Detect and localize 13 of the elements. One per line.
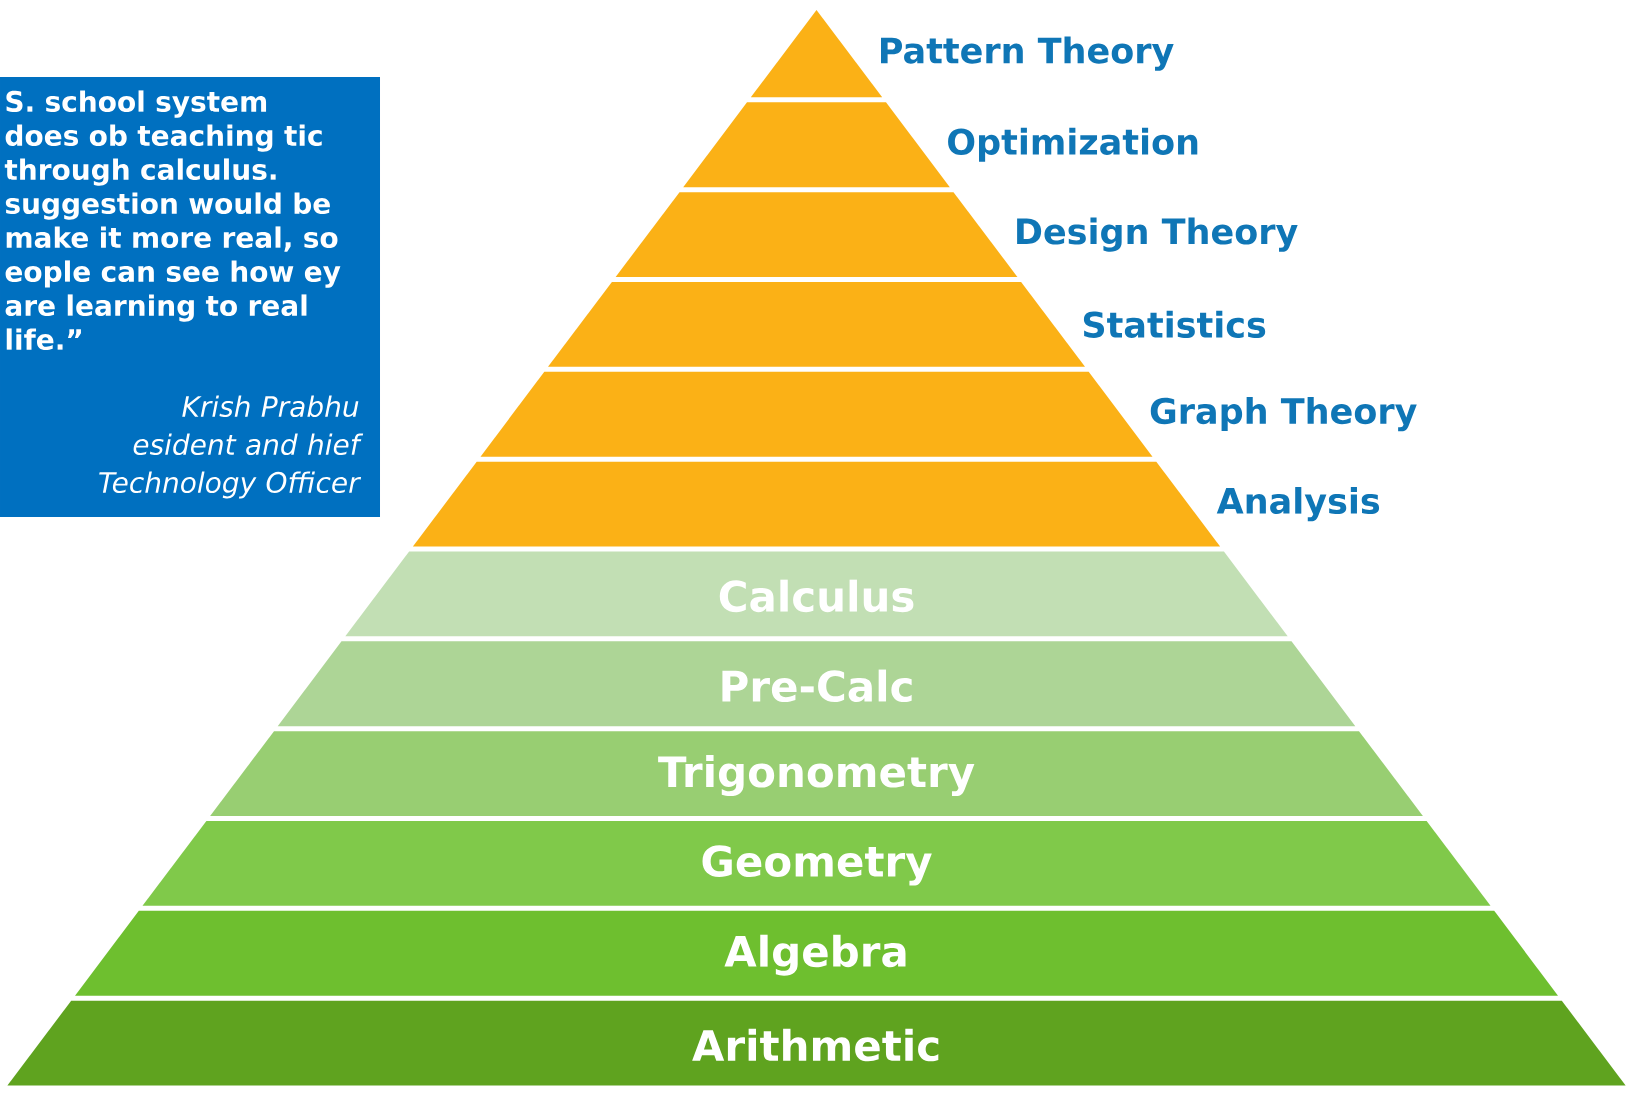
pyramid-layer: Pre-Calc: [277, 641, 1356, 727]
quote-box: S. school system does ob teaching tic through calculus. suggestion would be make it more real, so eople can see how ey are learning to real life.” Krish Prabhu esident and hief Technology Officer: [0, 77, 380, 517]
layer-label: Optimization: [948, 127, 1198, 162]
pyramid-layer: Geometry: [142, 821, 1491, 906]
pyramid-layer: Arithmetic: [7, 1000, 1626, 1086]
pyramid-layer: Trigonometry: [210, 731, 1423, 816]
layer-label: Pattern Theory: [881, 36, 1174, 71]
pyramid-layer: Calculus: [345, 551, 1288, 637]
layer-label: Statistics: [1083, 310, 1266, 338]
layer-label: Graph Theory: [1150, 397, 1417, 432]
pyramid-layer: Algebra: [75, 910, 1558, 996]
layer-label: Design Theory: [1017, 217, 1298, 252]
layer-label: Analysis: [1216, 487, 1380, 522]
